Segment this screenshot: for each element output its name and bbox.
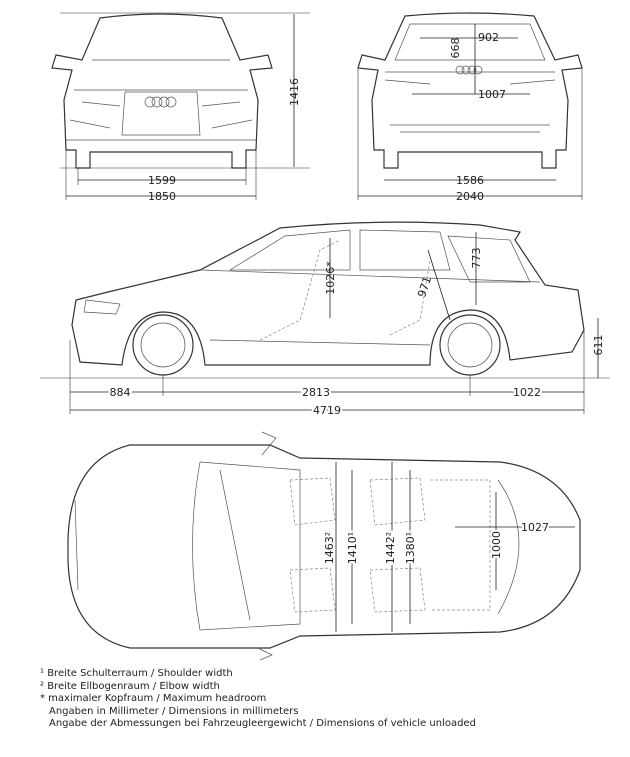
vehicle-height: 1416 [288, 78, 301, 106]
rear-track-width: 1586 [456, 174, 484, 187]
note-elbow-width: ² Breite Ellbogenraum / Elbow width [40, 680, 220, 692]
note-shoulder-width: ¹ Breite Schulterraum / Shoulder width [40, 668, 233, 679]
rear-opening-height: 773 [470, 248, 483, 269]
front-headroom: 1026* [324, 261, 337, 295]
side-view: 1026* 971 773 611 884 2813 1022 4719 [40, 221, 610, 419]
load-sill-height: 611 [592, 335, 605, 356]
rear-load-width: 1007 [478, 88, 506, 101]
note-unloaded: Angabe der Abmessungen bei Fahrzeugleerg… [49, 718, 476, 729]
rear-shoulder-width: 1380¹ [404, 532, 417, 564]
front-view: 1599 1850 1416 [51, 12, 310, 203]
note-units: Angaben in Millimeter / Dimensions in mi… [49, 705, 299, 717]
front-body-width: 1850 [148, 190, 176, 203]
trunk-width: 1000 [490, 531, 503, 559]
front-overhang: 884 [110, 386, 131, 399]
rear-interior-width: 902 [478, 31, 499, 44]
rear-headroom: 971 [415, 275, 434, 299]
trunk-length: 1027 [521, 521, 549, 534]
vehicle-length: 4719 [313, 404, 341, 417]
width-with-mirrors: 2040 [456, 190, 484, 203]
rear-view: 902 668 1007 1586 2040 [357, 12, 583, 203]
top-view: 1463² 1410¹ 1442² 1380¹ 1000 1027 [67, 431, 581, 661]
note-max-headroom: * maximaler Kopfraum / Maximum headroom [40, 693, 267, 704]
front-track-width: 1599 [148, 174, 176, 187]
front-elbow-width: 1463² [323, 532, 336, 564]
rear-elbow-width: 1442² [384, 532, 397, 564]
rear-overhang: 1022 [513, 386, 541, 399]
wheelbase: 2813 [302, 386, 330, 399]
front-shoulder-width: 1410¹ [346, 532, 359, 564]
footnotes: ¹ Breite Schulterraum / Shoulder width ²… [40, 668, 476, 731]
rear-roof-height: 668 [449, 38, 462, 59]
